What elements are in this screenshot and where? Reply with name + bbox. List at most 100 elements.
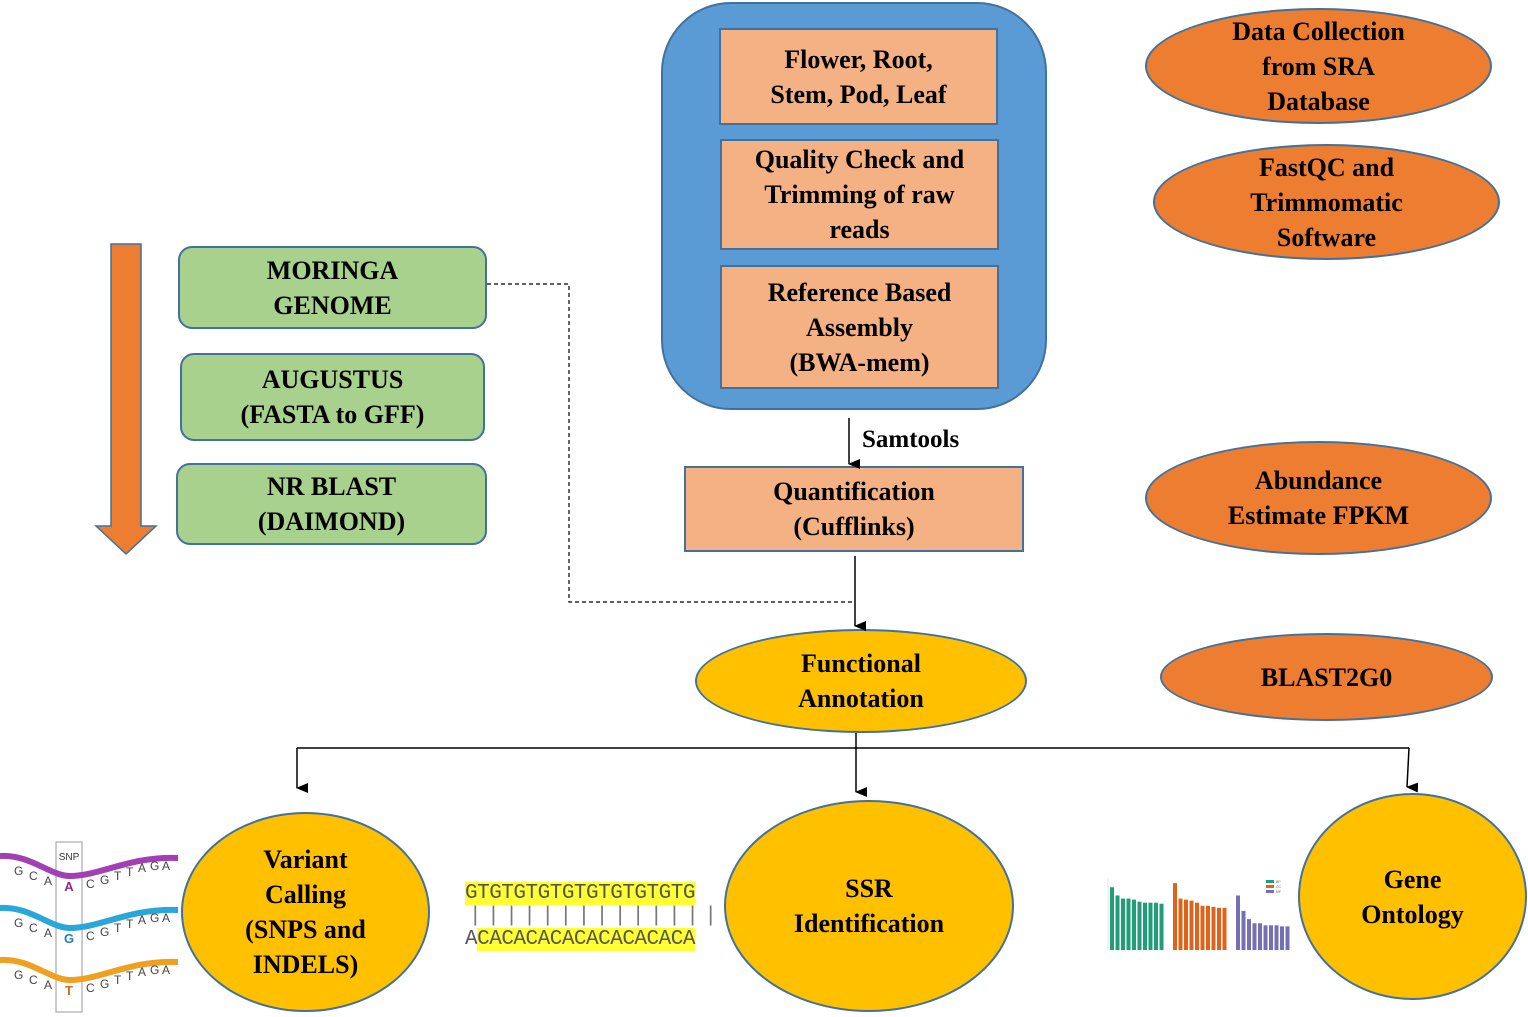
step-samples[interactable]: Flower, Root, Stem, Pod, Leaf — [719, 28, 998, 125]
step-samples-line: Flower, Root, — [784, 44, 933, 74]
ssr-top-sequence: GTGTGTGTGTGTGTGTGTG — [465, 882, 695, 905]
tool-line: Data Collection — [1232, 16, 1405, 46]
snp-variant-base: G — [64, 931, 74, 946]
ssr-pairing-ticks: ||||||||||||||||| — [469, 905, 723, 928]
genome-step-augustus[interactable]: AUGUSTUS (FASTA to GFF) — [180, 353, 485, 441]
step-quality-check[interactable]: Quality Check and Trimming of raw reads — [720, 139, 999, 250]
genome-step-line: (FASTA to GFF) — [240, 400, 425, 429]
quantification-line: Quantification — [773, 477, 935, 506]
go-bar — [1110, 887, 1114, 950]
step-quality-line: Quality Check and — [754, 145, 965, 174]
go-legend-label: BP — [1276, 880, 1281, 884]
go-legend-swatch — [1266, 880, 1274, 883]
tool-data-collection[interactable]: Data Collection from SRA Database — [1145, 8, 1492, 124]
snp-base: G — [150, 963, 159, 977]
go-bar — [1184, 899, 1188, 950]
go-bar — [1173, 883, 1177, 950]
go-bar — [1132, 899, 1136, 950]
snp-base: T — [114, 869, 122, 883]
go-bar — [1247, 919, 1251, 950]
snp-base: A — [138, 861, 146, 875]
go-bar — [1148, 902, 1153, 950]
snp-variant-base: A — [64, 879, 74, 894]
go-bar — [1115, 895, 1120, 950]
snp-base: A — [138, 913, 146, 927]
snp-label: SNP — [59, 852, 80, 863]
snp-dna-ribbon — [0, 956, 178, 984]
go-legend-swatch — [1266, 885, 1274, 888]
tool-line: Database — [1267, 86, 1370, 116]
output-line: SSR — [845, 874, 893, 903]
go-bar — [1178, 898, 1183, 950]
tool-line: Trimmomatic — [1250, 187, 1403, 217]
tool-line: BLAST2G0 — [1260, 662, 1393, 692]
tool-line: Software — [1276, 222, 1377, 252]
ssr-bottom-prefix: A — [465, 928, 478, 951]
snp-base: A — [44, 926, 52, 940]
functional-annotation-line: Annotation — [798, 684, 924, 713]
go-bar — [1189, 900, 1194, 950]
ssr-bottom-sequence: CACACACACACACACACA — [477, 928, 695, 951]
go-legend-label: MF — [1276, 890, 1281, 894]
tool-abundance-fpkm[interactable]: Abundance Estimate FPKM — [1145, 441, 1492, 555]
go-bar — [1143, 902, 1147, 950]
snp-base: G — [100, 873, 109, 887]
tool-line: from SRA — [1262, 51, 1375, 81]
snp-base: A — [138, 965, 146, 979]
go-bar — [1252, 923, 1257, 950]
step-quality-line: reads — [829, 215, 890, 244]
functional-annotation-node[interactable]: Functional Annotation — [695, 629, 1027, 733]
ssr-illustration: GTGTGTGTGTGTGTGTGTG ||||||||||||||||| AC… — [465, 882, 723, 951]
go-legend-swatch — [1266, 890, 1274, 893]
tool-line: FastQC and — [1258, 152, 1395, 182]
go-bar — [1195, 902, 1199, 950]
go-bar — [1258, 923, 1262, 950]
snp-base: A — [162, 859, 170, 873]
snp-base: G — [100, 925, 109, 939]
step-quality-line: Trimming of raw — [764, 180, 955, 209]
snp-variant-base: T — [65, 983, 73, 998]
dashed-genome-connector — [487, 283, 852, 603]
tool-blast2go[interactable]: BLAST2G0 — [1160, 633, 1493, 721]
output-line: Calling — [265, 880, 346, 909]
step-assembly-line: (BWA-mem) — [789, 347, 930, 377]
snp-base: C — [86, 877, 95, 891]
go-bar — [1154, 902, 1158, 950]
go-bar — [1211, 906, 1216, 950]
go-bar — [1200, 905, 1205, 950]
go-bar — [1236, 895, 1240, 950]
go-bar — [1280, 926, 1284, 950]
snp-dna-ribbon — [0, 904, 178, 932]
snp-base: C — [86, 929, 95, 943]
snp-base: A — [44, 874, 52, 888]
quantification-line: (Cufflinks) — [793, 512, 915, 541]
step-reference-assembly[interactable]: Reference Based Assembly (BWA-mem) — [720, 265, 999, 389]
genome-step-line: (DAIMOND) — [257, 507, 406, 536]
tool-line: Estimate FPKM — [1227, 501, 1410, 530]
step-assembly-line: Assembly — [806, 312, 913, 342]
snp-base: A — [44, 978, 52, 992]
output-variant-calling[interactable]: Variant Calling (SNPS and INDELS) — [181, 812, 430, 1012]
quantification-box[interactable]: Quantification (Cufflinks) — [684, 466, 1024, 552]
go-bar — [1206, 905, 1210, 950]
output-line: Ontology — [1361, 899, 1464, 929]
snp-base: G — [150, 859, 159, 873]
tool-fastqc-trimmomatic[interactable]: FastQC and Trimmomatic Software — [1153, 144, 1500, 260]
step-assembly-line: Reference Based — [767, 277, 952, 307]
snp-base: A — [162, 911, 170, 925]
snp-base: A — [162, 963, 170, 977]
go-bar — [1137, 901, 1142, 950]
output-ssr-identification[interactable]: SSR Identification — [724, 800, 1014, 1012]
samtools-label: Samtools — [862, 426, 960, 453]
output-gene-ontology[interactable]: Gene Ontology — [1298, 793, 1527, 1000]
genome-step-line: AUGUSTUS — [261, 365, 404, 394]
snp-base: C — [29, 921, 38, 935]
snp-base: G — [14, 968, 23, 982]
snp-base: G — [14, 864, 23, 878]
tool-line: Abundance — [1254, 466, 1383, 495]
output-line: Variant — [263, 845, 348, 874]
snp-base: T — [114, 921, 122, 935]
genome-step-nr-blast[interactable]: NR BLAST (DAIMOND) — [176, 463, 487, 545]
genome-step-moringa[interactable]: MORINGA GENOME — [178, 246, 487, 329]
